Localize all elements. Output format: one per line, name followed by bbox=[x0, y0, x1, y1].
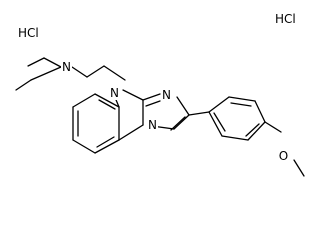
bond-phenyl-double-2 bbox=[245, 123, 260, 137]
bond-benzo-double-3 bbox=[96, 136, 115, 148]
bond-aryl-o bbox=[264, 121, 282, 133]
bond-c-ch bbox=[173, 114, 190, 130]
bond-benzo-double-1 bbox=[98, 99, 116, 110]
bond-phenyl-double-1 bbox=[230, 102, 252, 107]
amine-n-label: N bbox=[62, 60, 71, 74]
bond-ch2-ch2 bbox=[86, 65, 105, 78]
bond-phenyl-4 bbox=[247, 121, 266, 141]
bond-o-methyl bbox=[293, 159, 305, 177]
ring-n-bridge-label: N bbox=[148, 118, 157, 132]
bond-phenyl-link bbox=[188, 111, 210, 116]
bond-c-ch-double bbox=[170, 116, 186, 131]
bond-benzo-1 bbox=[94, 93, 120, 108]
bond-ethyl-2-a bbox=[15, 79, 32, 91]
bonds bbox=[15, 57, 305, 177]
bond-c-imine bbox=[142, 93, 161, 101]
bond-ethyl-2-b bbox=[30, 66, 62, 81]
hcl-label-left: HCl bbox=[18, 26, 39, 40]
bond-phenyl-double-3 bbox=[213, 112, 226, 132]
bond-bridge-benzo bbox=[118, 124, 144, 141]
bond-benzo-4 bbox=[72, 139, 96, 154]
bond-n-ch2 bbox=[71, 66, 88, 78]
ring-n-imine-label: N bbox=[162, 88, 171, 102]
atom-labels: N N N N O bbox=[61, 60, 289, 163]
bond-ethyl-1-a bbox=[27, 57, 45, 67]
bond-phenyl-3 bbox=[254, 100, 266, 123]
bond-ch2-n-ring bbox=[103, 65, 126, 81]
ring-n-top-label: N bbox=[110, 86, 119, 100]
hcl-label-right: HCl bbox=[275, 12, 296, 26]
bond-n-c-central bbox=[122, 89, 144, 101]
bond-benzo-5 bbox=[94, 139, 120, 154]
bond-ethyl-1-b bbox=[43, 57, 62, 68]
molecule-diagram: HCl HCl bbox=[15, 12, 305, 177]
bond-phenyl-6 bbox=[208, 111, 223, 137]
bond-benzo-2 bbox=[72, 93, 96, 108]
bond-c-imine-double bbox=[145, 100, 161, 107]
bond-phenyl-5 bbox=[221, 135, 249, 141]
bond-phenyl-2 bbox=[228, 96, 256, 102]
bond-imine-c bbox=[176, 96, 190, 116]
ether-o-label: O bbox=[279, 149, 288, 163]
bond-phenyl-1 bbox=[208, 96, 230, 113]
